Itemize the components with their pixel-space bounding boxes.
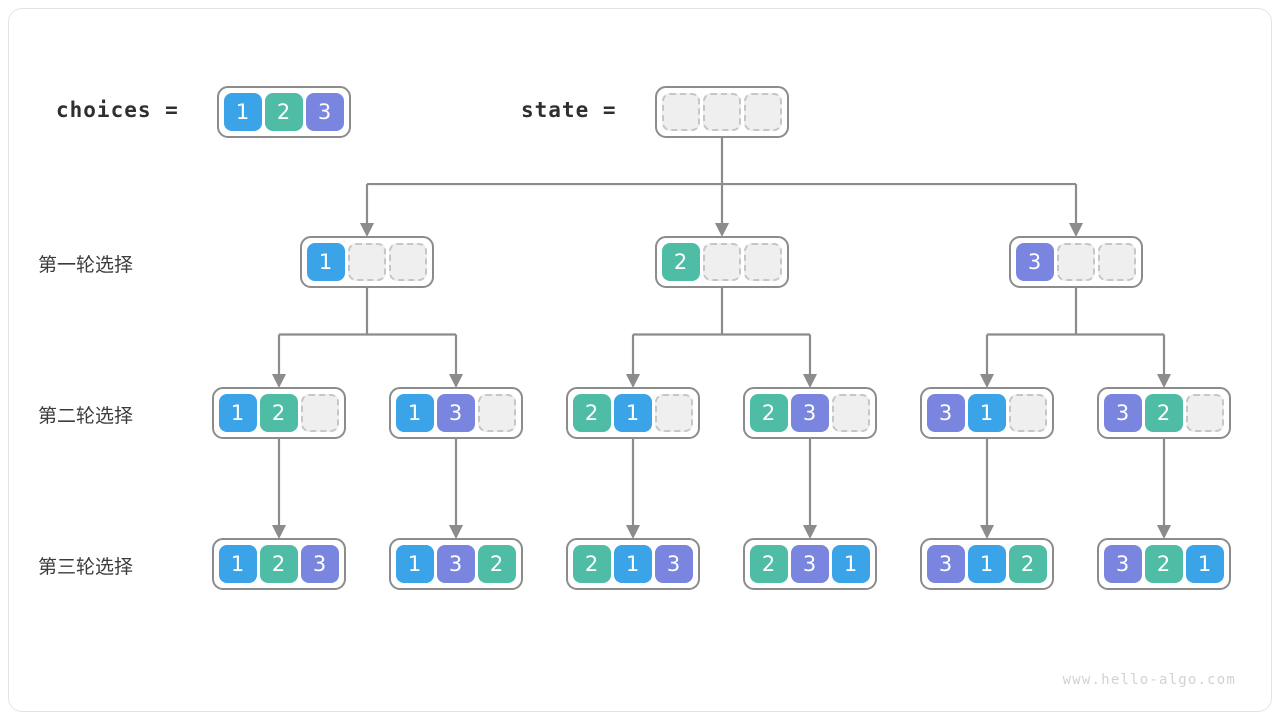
tree-node-level1: 2 bbox=[654, 236, 789, 288]
array-cell-value: 2 bbox=[572, 545, 611, 583]
array-cell-value: 2 bbox=[1144, 545, 1183, 583]
array-cell-value: 3 bbox=[300, 545, 339, 583]
array-cell-value: 2 bbox=[661, 243, 700, 281]
array-cell-empty bbox=[831, 394, 870, 432]
array-cell-empty bbox=[1008, 394, 1047, 432]
array-cell-value: 3 bbox=[926, 394, 965, 432]
tree-node-level1: 1 bbox=[299, 236, 434, 288]
watermark: www.hello-algo.com bbox=[1062, 672, 1236, 688]
array-cell-value: 2 bbox=[477, 545, 516, 583]
array-cell-value: 1 bbox=[395, 545, 434, 583]
page-card bbox=[8, 8, 1272, 712]
array-cell-value: 1 bbox=[831, 545, 870, 583]
array-cell-empty bbox=[702, 243, 741, 281]
array-cell-value: 1 bbox=[613, 545, 652, 583]
array-cell-empty bbox=[1056, 243, 1095, 281]
array-cell-value: 2 bbox=[749, 394, 788, 432]
array-cell-empty bbox=[477, 394, 516, 432]
tree-node-level1: 3 bbox=[1008, 236, 1143, 288]
array-cell-empty bbox=[388, 243, 427, 281]
array-cell-value: 3 bbox=[790, 394, 829, 432]
array-cell-value: 1 bbox=[395, 394, 434, 432]
array-cell-value: 3 bbox=[1103, 545, 1142, 583]
array-cell-value: 2 bbox=[259, 545, 298, 583]
array-cell-value: 2 bbox=[264, 93, 303, 131]
array-cell-empty bbox=[1097, 243, 1136, 281]
array-cell-value: 2 bbox=[1144, 394, 1183, 432]
array-cell-empty bbox=[743, 243, 782, 281]
state-array bbox=[654, 86, 789, 138]
array-cell-value: 3 bbox=[436, 394, 475, 432]
array-cell-value: 3 bbox=[1103, 394, 1142, 432]
array-cell-empty bbox=[661, 93, 700, 131]
array-cell-value: 3 bbox=[436, 545, 475, 583]
array-cell-value: 1 bbox=[306, 243, 345, 281]
array-cell-empty bbox=[1185, 394, 1224, 432]
array-cell-empty bbox=[702, 93, 741, 131]
array-cell-value: 2 bbox=[259, 394, 298, 432]
row-label-round-1: 第一轮选择 bbox=[38, 254, 134, 276]
row-label-round-3: 第三轮选择 bbox=[38, 556, 134, 578]
array-cell-value: 1 bbox=[967, 545, 1006, 583]
array-cell-empty bbox=[300, 394, 339, 432]
array-cell-value: 1 bbox=[223, 93, 262, 131]
array-cell-value: 3 bbox=[305, 93, 344, 131]
choices-label: choices = bbox=[56, 98, 179, 122]
array-cell-value: 1 bbox=[218, 545, 257, 583]
array-cell-value: 2 bbox=[749, 545, 788, 583]
array-cell-value: 1 bbox=[218, 394, 257, 432]
array-cell-value: 1 bbox=[967, 394, 1006, 432]
array-cell-value: 3 bbox=[654, 545, 693, 583]
state-label: state = bbox=[521, 98, 617, 122]
array-cell-value: 3 bbox=[790, 545, 829, 583]
array-cell-empty bbox=[347, 243, 386, 281]
array-cell-value: 1 bbox=[1185, 545, 1224, 583]
array-cell-value: 2 bbox=[1008, 545, 1047, 583]
array-cell-empty bbox=[654, 394, 693, 432]
array-cell-value: 1 bbox=[613, 394, 652, 432]
array-cell-empty bbox=[743, 93, 782, 131]
array-cell-value: 3 bbox=[1015, 243, 1054, 281]
row-label-round-2: 第二轮选择 bbox=[38, 405, 134, 427]
array-cell-value: 2 bbox=[572, 394, 611, 432]
array-cell-value: 3 bbox=[926, 545, 965, 583]
